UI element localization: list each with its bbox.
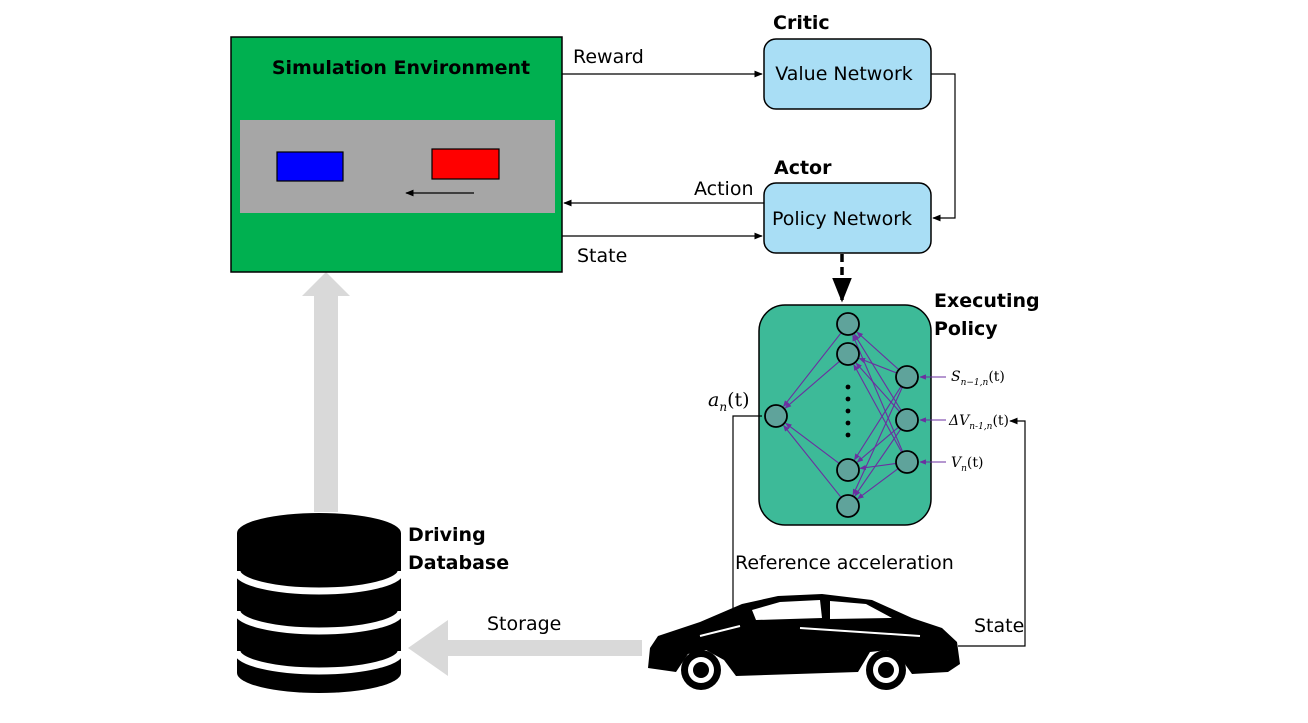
database-label-line2: Database (408, 552, 509, 574)
input-label-2: ΔVn-1,n(t) (948, 413, 1009, 432)
policy-network-label: Policy Network (772, 208, 912, 230)
upload-arrow (302, 272, 350, 512)
blue-vehicle (276, 151, 344, 182)
nn-hidden-neuron-3 (836, 458, 860, 482)
reference-acceleration-arrow (729, 415, 762, 619)
simulation-environment: Simulation Environment (230, 36, 563, 273)
executing-policy-network (758, 304, 932, 526)
critic-heading: Critic (773, 12, 830, 34)
nn-input-neuron-1 (895, 365, 919, 389)
executing-heading-line2: Policy (934, 318, 998, 340)
nn-link-hidden1-output (782, 332, 842, 408)
actor-heading: Actor (774, 157, 832, 179)
database-icon (233, 513, 405, 693)
value-network-box: Value Network (763, 38, 932, 110)
nn-link-hidden3-output (785, 422, 840, 464)
nn-hidden-neuron-4 (836, 494, 860, 518)
nn-hidden-neuron-2 (836, 342, 860, 366)
value-network-label: Value Network (775, 63, 913, 85)
nn-input-neuron-3 (895, 450, 919, 474)
car-state-arrow (958, 417, 1026, 647)
input-label-1: Sn−1,n(t) (951, 369, 1005, 388)
nn-link-input3-hidden3 (859, 462, 897, 471)
state-label-car: State (974, 615, 1024, 637)
car-icon (648, 594, 960, 690)
nn-link-input2-hidden4 (854, 428, 902, 497)
nn-link-input2-hidden2 (855, 362, 901, 413)
hidden-ellipsis (845, 384, 851, 438)
database-label-line1: Driving (408, 524, 486, 546)
nn-link-input1-hidden1 (856, 331, 900, 371)
input-label-3: Vn(t) (951, 455, 983, 474)
critic-to-actor-arrow (931, 73, 956, 222)
nn-output-neuron (764, 404, 788, 428)
red-vehicle (431, 148, 500, 180)
nn-link-hidden4-output (783, 424, 842, 498)
nn-input-neuron-2 (895, 408, 919, 432)
nn-link-input2-hidden1 (853, 333, 902, 411)
executing-heading-line1: Executing (934, 290, 1040, 312)
nn-link-input3-hidden1 (852, 334, 904, 453)
nn-link-hidden2-output (784, 360, 841, 409)
state-label-top: State (577, 245, 627, 267)
policy-network-box: Policy Network (763, 182, 932, 254)
nn-link-input1-hidden2 (858, 357, 897, 374)
simulation-title: Simulation Environment (272, 57, 530, 79)
reward-label: Reward (573, 46, 644, 68)
nn-link-input3-hidden4 (857, 468, 899, 500)
storage-arrow (408, 620, 642, 676)
action-label: Action (694, 178, 754, 200)
nn-hidden-neuron-1 (836, 312, 860, 336)
output-math-label: an(t) (708, 389, 750, 414)
storage-label: Storage (487, 613, 561, 635)
nn-link-input3-hidden2 (853, 363, 903, 453)
reference-acceleration-label: Reference acceleration (735, 552, 954, 574)
